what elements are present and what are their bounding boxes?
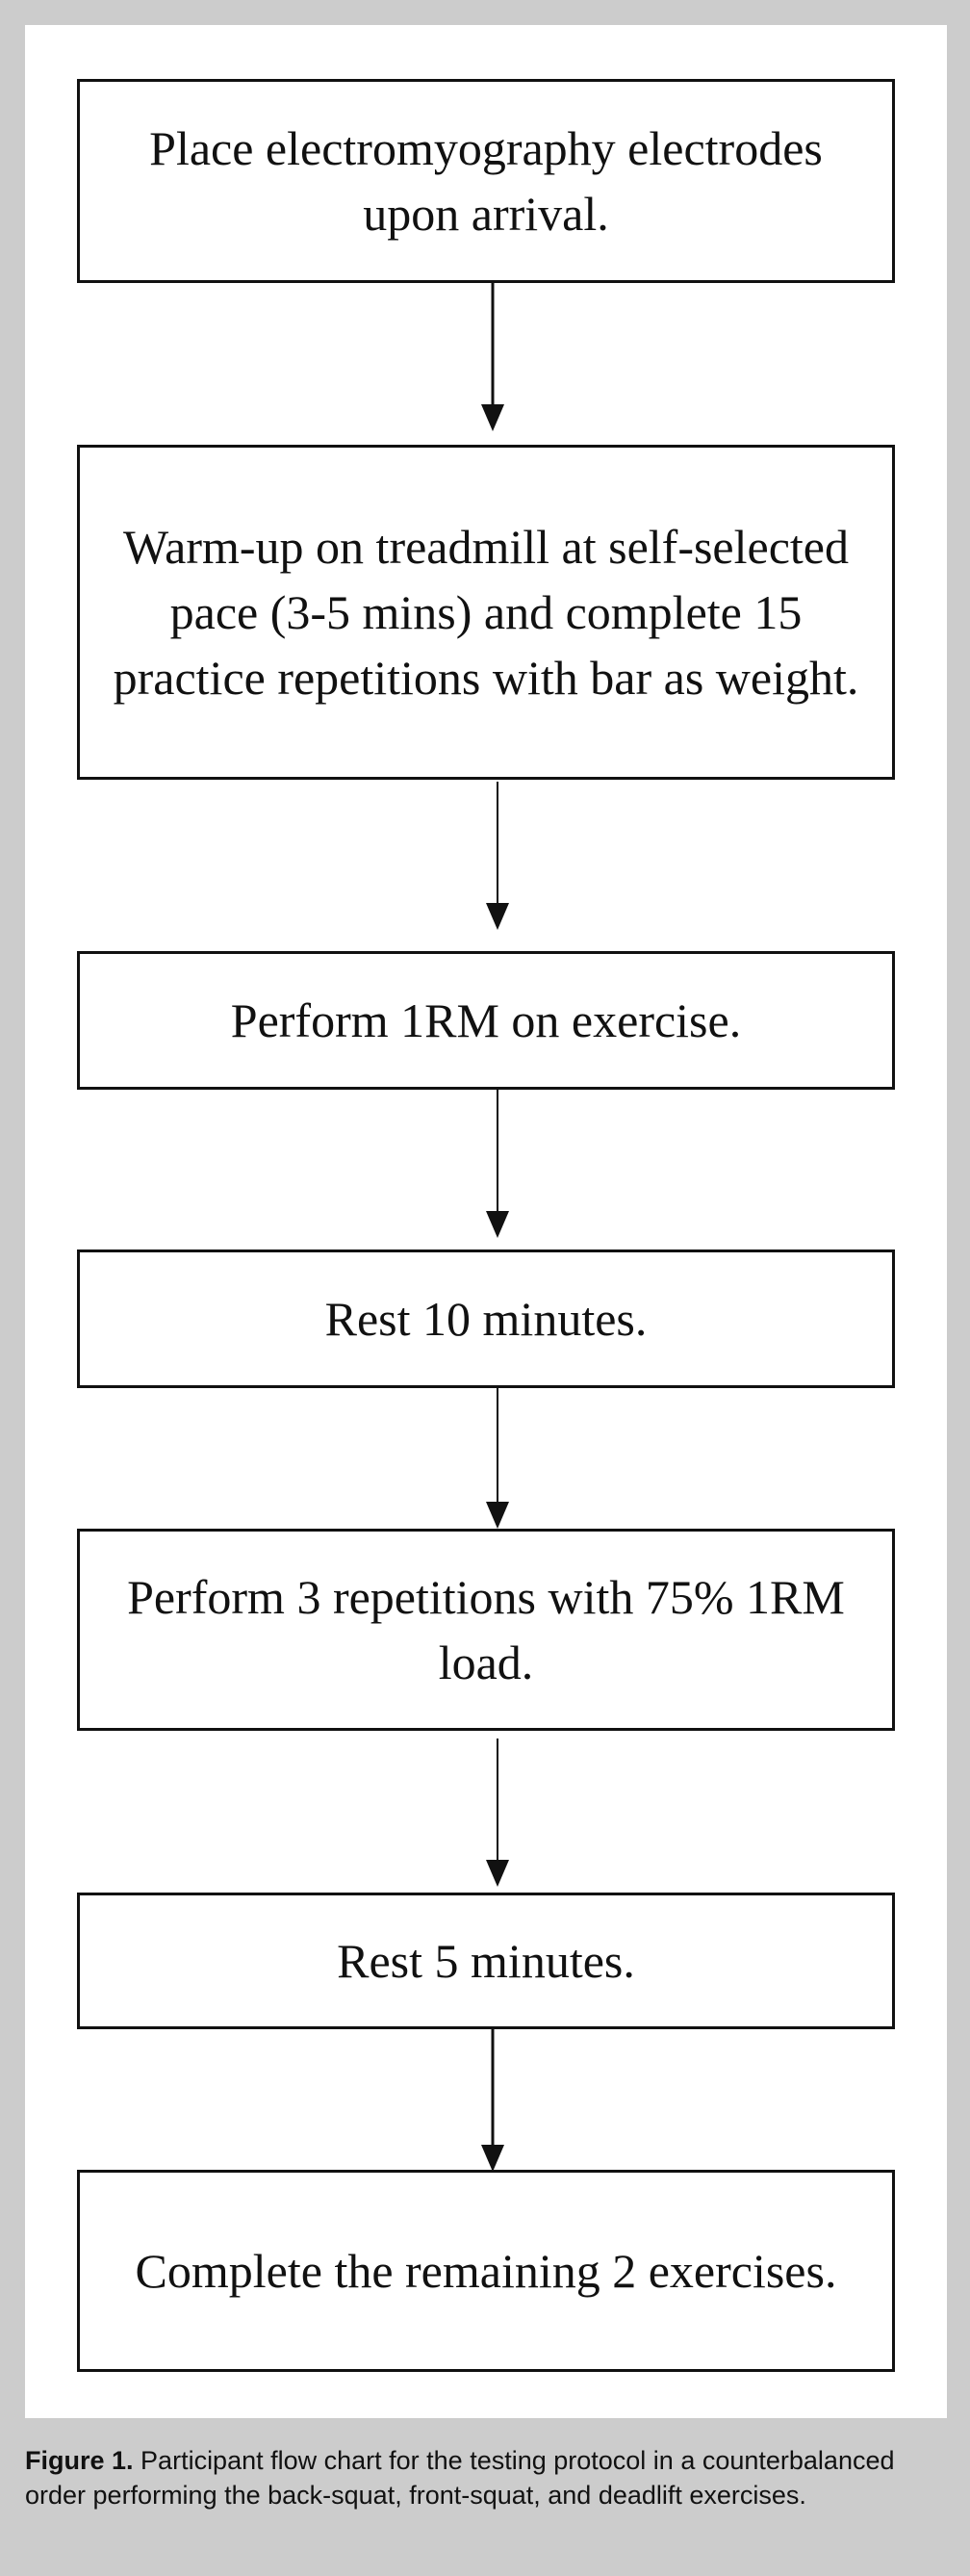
step-7-text: Complete the remaining 2 exercises. [135, 2244, 837, 2298]
step-4-text: Rest 10 minutes. [324, 1292, 648, 1346]
caption-text: Participant flow chart for the testing p… [25, 2446, 895, 2510]
step-6-box: Rest 5 minutes. [77, 1893, 895, 2029]
step-1-box: Place electromyography electrodes upon a… [77, 79, 895, 283]
step-3-box: Perform 1RM on exercise. [77, 951, 895, 1090]
step-6-text: Rest 5 minutes. [337, 1934, 635, 1988]
step-3-text: Perform 1RM on exercise. [230, 993, 742, 1047]
step-5-text: Perform 3 repetitions with 75% 1RM load. [127, 1570, 845, 1689]
step-2-box: Warm-up on treadmill at self-selected pa… [77, 445, 895, 780]
caption-label: Figure 1. [25, 2446, 134, 2475]
figure-panel [25, 25, 947, 2418]
step-1-text: Place electromyography electrodes upon a… [149, 121, 823, 241]
figure-caption: Figure 1. Participant flow chart for the… [25, 2443, 949, 2512]
step-5-box: Perform 3 repetitions with 75% 1RM load. [77, 1529, 895, 1731]
step-2-text: Warm-up on treadmill at self-selected pa… [113, 520, 859, 705]
step-7-box: Complete the remaining 2 exercises. [77, 2170, 895, 2372]
step-4-box: Rest 10 minutes. [77, 1249, 895, 1388]
